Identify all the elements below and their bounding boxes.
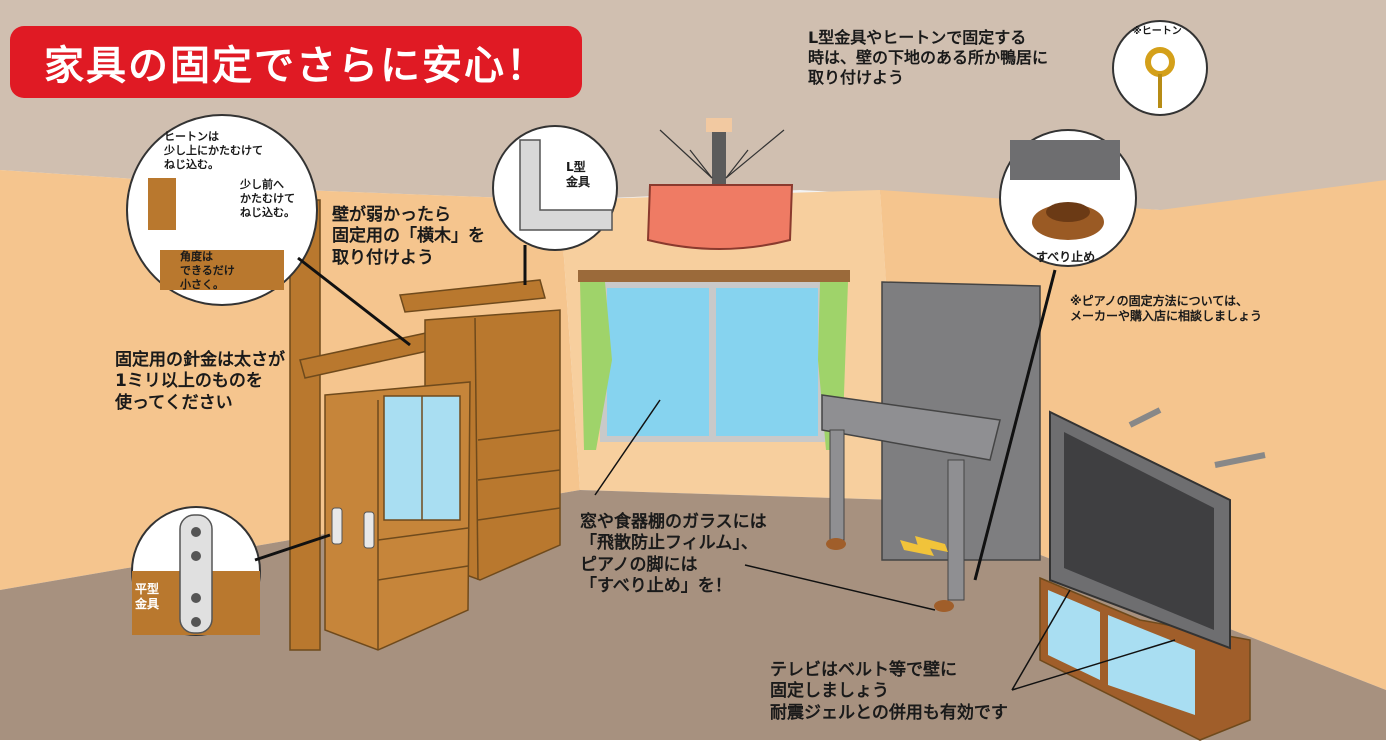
callout-piano: ※ピアノの固定方法については、 メーカーや購入店に相談しましょう [1070,294,1263,323]
flat-bracket-small [331,507,343,545]
piano-keyboard [821,394,1001,461]
stopper-label: すべり止め [1036,250,1096,264]
wooden-post [289,199,321,651]
window-pane-right [716,288,818,436]
hiton-label: ※ヒートン [1132,26,1182,37]
upper-beam [399,279,546,313]
callout-glass: 窓や食器棚のガラスには 「飛散防止フィルム」、 ピアノの脚には 「すべり止め」を… [580,512,767,596]
window-pane-left [607,288,709,436]
flat-bracket-label: 平型 金具 [135,582,160,611]
hiton-note-2: 少し前へ かたむけて ねじ込む。 [240,178,295,219]
hiton-note-1: ヒートンは 少し上にかたむけて ねじ込む。 [164,130,263,171]
l-bracket-label: L型 金具 [566,160,591,189]
bottom-border [0,740,1386,753]
curtain-left [580,282,612,450]
callout-tv: テレビはベルト等で壁に 固定しましょう 耐震ジェルとの併用も有効です [770,660,1008,723]
top-note: L型金具やヒートンで固定する 時は、壁の下地のある所か鴨居に 取り付けよう [808,28,1049,87]
curtain-rod [578,270,850,282]
callout-wire: 固定用の針金は太さが 1ミリ以上のものを 使ってください [115,350,285,413]
inset-hiton-icon [1112,20,1208,116]
page-title: 家具の固定でさらに安心！ [10,26,582,98]
callout-beam: 壁が弱かったら 固定用の「横木」を 取り付けよう [332,205,485,268]
lamp-mount [706,118,732,132]
inset-l-bracket [492,125,618,251]
lamp-shade [646,184,794,250]
lamp-stem [712,128,726,188]
hiton-note-3: 角度は できるだけ 小さく。 [180,250,235,291]
